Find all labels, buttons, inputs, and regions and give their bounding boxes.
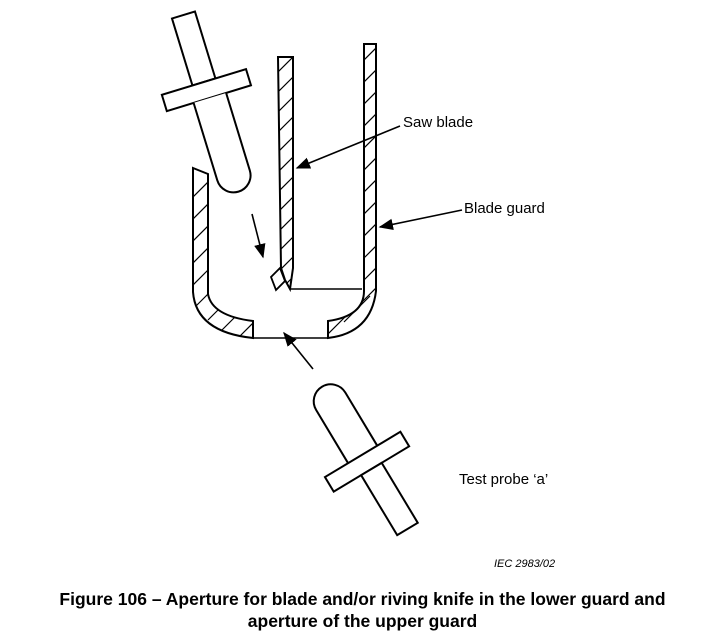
iec-credit: IEC 2983/02 — [494, 558, 555, 570]
blade-guard-leader-arrow — [378, 209, 463, 231]
blade-guard-right-wall — [327, 43, 377, 340]
saw-blade-label: Saw blade — [403, 114, 473, 131]
figure-caption-line-1: Figure 106 – Aperture for blade and/or r… — [59, 589, 666, 609]
lower-guard-left-wall — [192, 166, 254, 340]
lower-probe-finger — [312, 383, 379, 464]
upper-probe-guard-plate — [160, 67, 253, 113]
saw-blade — [276, 56, 294, 293]
figure-caption-line-2: aperture of the upper guard — [247, 611, 478, 631]
lower-probe-handle — [359, 461, 420, 537]
saw-blade-leader-arrow — [295, 125, 401, 169]
upper-probe-finger — [192, 92, 252, 194]
test-probe-label: Test probe ‘a’ — [459, 471, 548, 488]
blade-tooth-fragment — [269, 266, 287, 292]
blade-guard-label: Blade guard — [464, 200, 545, 217]
lower-probe-direction-arrow — [283, 331, 314, 370]
upper-probe-handle — [170, 10, 217, 87]
upper-test-probe — [160, 10, 253, 194]
upper-probe-direction-arrow — [251, 213, 266, 259]
right-wall-hatching — [328, 45, 376, 335]
lower-test-probe — [312, 383, 420, 537]
